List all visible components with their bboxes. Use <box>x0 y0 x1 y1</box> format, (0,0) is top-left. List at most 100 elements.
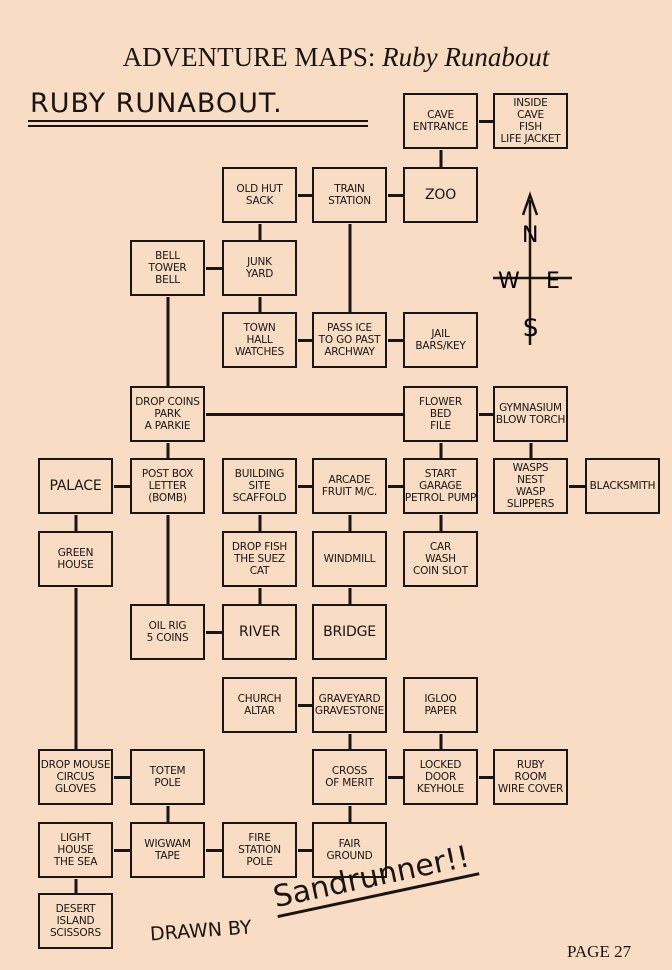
room-label: Graveyard <box>318 693 381 705</box>
compass-s: S <box>523 314 538 342</box>
room-label: Arcade <box>328 474 371 486</box>
room-label: Drop Fish <box>231 541 288 553</box>
room-label: Bed <box>429 408 452 420</box>
room-label: Letter <box>148 480 187 492</box>
room-label: Bars/Key <box>415 340 466 352</box>
room-label: Palace <box>49 478 102 494</box>
room-label: Gloves <box>55 783 96 795</box>
room-wigwam: WigwamTape <box>130 822 205 878</box>
room-label: Inside <box>513 97 548 109</box>
room-desert-island: DesertIslandScissors <box>38 893 113 949</box>
room-label: Tape <box>155 850 180 862</box>
room-label: Car <box>429 541 452 553</box>
room-label: Altar <box>244 705 275 717</box>
room-label: Windmill <box>323 553 376 565</box>
room-label: Wire Cover <box>497 783 564 795</box>
map-title: RUBY RUNABOUT. <box>30 88 283 119</box>
room-label: Island <box>56 915 95 927</box>
room-label: Pass Ice <box>327 322 372 334</box>
room-label: Yard <box>245 268 274 280</box>
room-bridge: Bridge <box>312 604 387 660</box>
compass-n: N <box>522 223 538 248</box>
room-igloo: IglooPaper <box>403 677 478 733</box>
room-label: Ground <box>326 850 373 862</box>
room-label: Ruby <box>516 759 545 771</box>
room-label: Bridge <box>323 624 376 640</box>
title-underline <box>28 120 368 122</box>
compass-icon: N W E S <box>490 190 580 354</box>
room-arcade: ArcadeFruit M/C. <box>312 458 387 514</box>
room-junk-yard: JunkYard <box>222 240 297 296</box>
room-wasps-nest: WaspsNestWaspSlippers <box>493 458 568 514</box>
room-town-hall: TownHallWatches <box>222 312 297 368</box>
room-label: Oil Rig <box>148 620 187 632</box>
room-car-wash: CarWashCoin Slot <box>403 531 478 587</box>
room-label: (Bomb) <box>148 492 187 504</box>
room-inside-cave: InsideCaveFishLife Jacket <box>493 93 568 149</box>
room-label: Station <box>238 844 281 856</box>
room-label: Igloo <box>424 693 457 705</box>
room-ruby-room: RubyRoomWire Cover <box>493 749 568 805</box>
room-label: Jail <box>431 328 450 340</box>
room-label: Scissors <box>49 927 102 939</box>
room-bell-tower: BellTowerBell <box>130 240 205 296</box>
header-title: Ruby Runabout <box>382 42 550 72</box>
room-label: The Suez <box>234 553 285 565</box>
room-suez: Drop FishThe SuezCat <box>222 531 297 587</box>
room-garage: StartGaragePetrol Pump <box>403 458 478 514</box>
room-oil-rig: Oil Rig5 Coins <box>130 604 205 660</box>
room-flower-bed: FlowerBedFile <box>403 386 478 442</box>
room-label: Entrance <box>412 121 469 133</box>
room-label: Paper <box>424 705 457 717</box>
room-label: Wigwam <box>144 838 191 850</box>
room-label: Junk <box>247 256 272 268</box>
room-locked-door: LockedDoorKeyhole <box>403 749 478 805</box>
room-train-station: TrainStation <box>312 167 387 223</box>
room-building-site: BuildingSiteScaffold <box>222 458 297 514</box>
room-label: Cave <box>517 109 544 121</box>
room-label: Green <box>57 547 94 559</box>
room-label: Sack <box>245 195 274 207</box>
room-label: Pole <box>246 856 273 868</box>
room-label: House <box>57 844 94 856</box>
room-park: Drop CoinsParkA Parkie <box>130 386 205 442</box>
room-label: 5 Coins <box>146 632 189 644</box>
room-label: Coin Slot <box>413 565 468 577</box>
room-label: Wash <box>425 553 456 565</box>
room-graveyard: GraveyardGravestone <box>312 677 387 733</box>
room-label: Blow Torch <box>495 414 566 426</box>
header-prefix: ADVENTURE MAPS: <box>122 42 383 72</box>
room-label: Zoo <box>424 187 457 203</box>
room-label: Slippers <box>506 498 555 510</box>
room-label: File <box>430 420 451 432</box>
room-label: Keyhole <box>416 783 465 795</box>
room-label: Room <box>514 771 547 783</box>
room-blacksmith: Blacksmith <box>585 458 660 514</box>
room-label: Totem <box>149 765 186 777</box>
room-jail: JailBars/Key <box>403 312 478 368</box>
room-cross-of-merit: CrossOf Merit <box>312 749 387 805</box>
room-label: Park <box>154 408 181 420</box>
room-label: Site <box>248 480 271 492</box>
room-label: Bell <box>155 250 180 262</box>
room-windmill: Windmill <box>312 531 387 587</box>
room-label: Station <box>328 195 371 207</box>
room-label: Gravestone <box>314 705 385 717</box>
room-label: Cat <box>249 565 270 577</box>
room-label: Fruit M/C. <box>321 486 378 498</box>
room-label: Town <box>243 322 276 334</box>
room-cave-entrance: CaveEntrance <box>403 93 478 149</box>
room-label: Blacksmith <box>589 480 656 492</box>
room-label: Fair <box>338 838 361 850</box>
title-underline <box>28 125 368 127</box>
room-label: Church <box>237 693 282 705</box>
room-label: Drop Mouse <box>40 759 111 771</box>
room-label: Desert <box>55 903 96 915</box>
room-label: Fish <box>519 121 542 133</box>
room-label: Petrol Pump <box>404 492 477 504</box>
page-header: ADVENTURE MAPS: Ruby Runabout <box>0 42 672 73</box>
room-label: Archway <box>324 346 375 358</box>
room-palace: Palace <box>38 458 113 514</box>
room-label: To Go Past <box>318 334 381 346</box>
room-label: Tower <box>148 262 187 274</box>
